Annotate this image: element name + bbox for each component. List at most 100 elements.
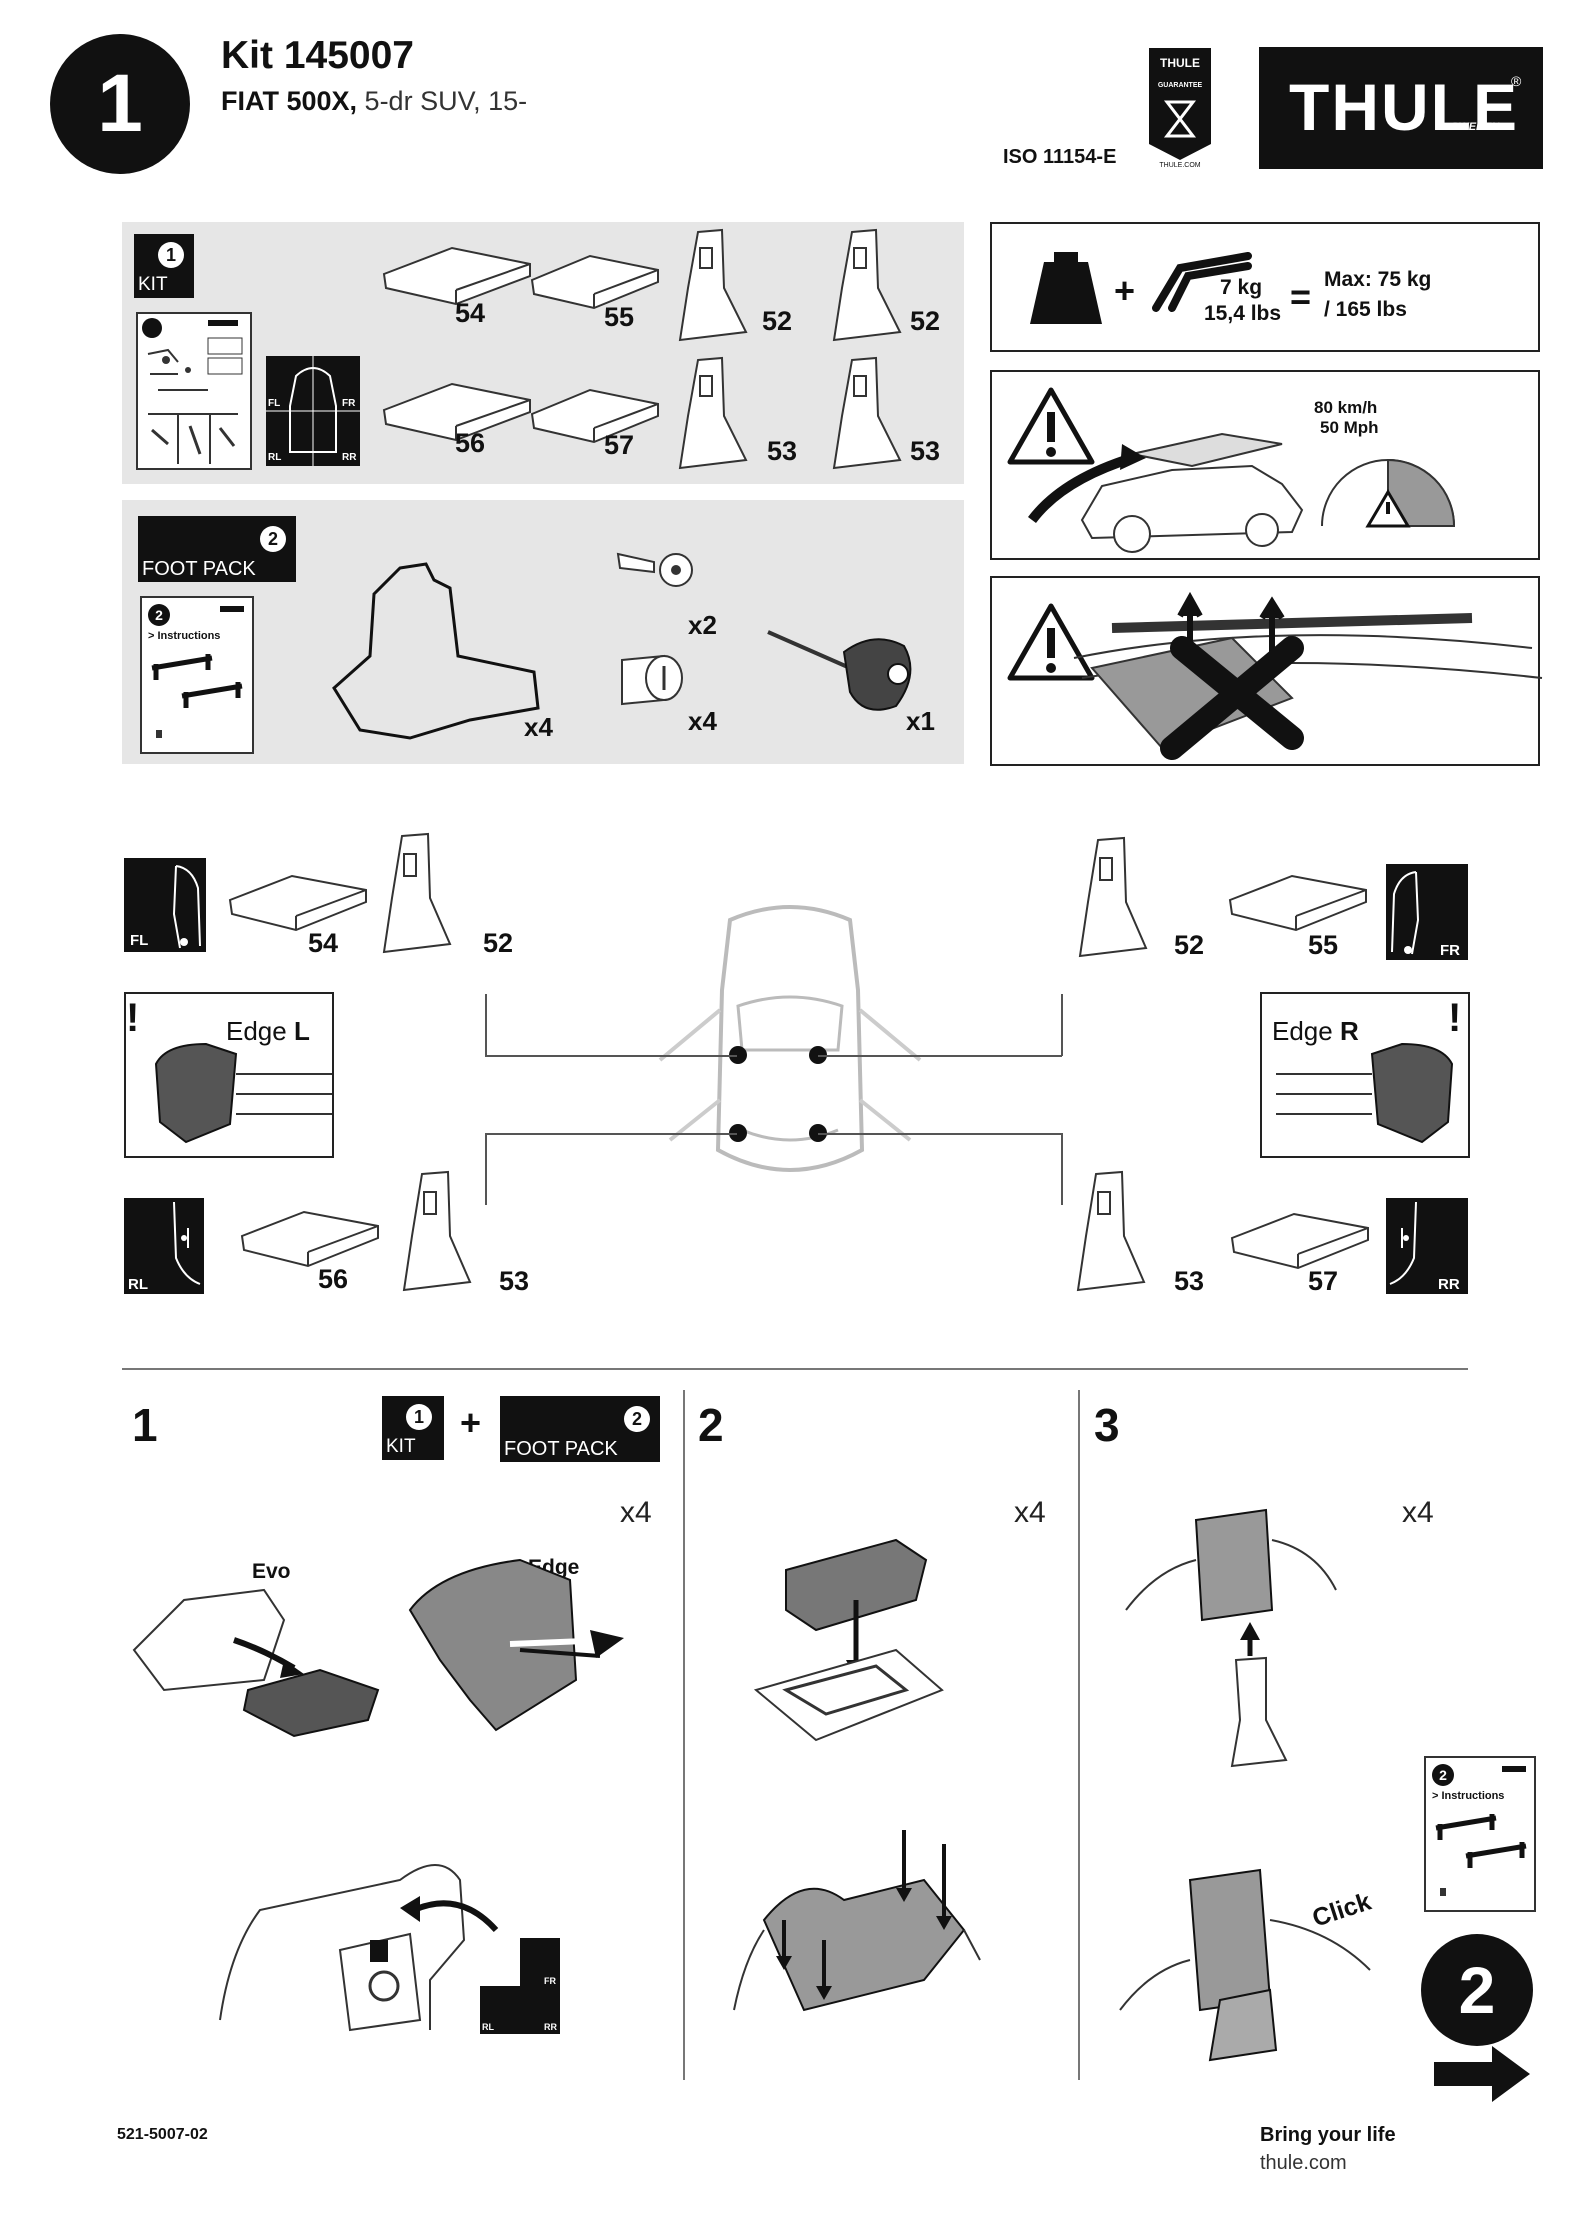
kit-foot-52a: 52 [762,306,793,336]
edge-l-exclaim: ! [126,996,140,1040]
rl-pad-drawing [240,1210,379,1268]
step1-kit-badge: 1 [406,1404,432,1430]
fl-foot-drawing [382,832,452,954]
step3-foot-attach-drawing [1125,1508,1337,1768]
edge-l-box: ! Edge L [124,992,334,1158]
guarantee-seal-shape [1149,48,1211,160]
corner-rl-label: RL [128,1276,148,1293]
max-load-warning: + 7 kg 15,4 lbs = Max: 75 kg / 165 lbs [990,222,1540,352]
fr-foot-drawing [1078,836,1148,958]
speed-kmh: 80 km/h [1314,398,1378,417]
warning-triangle-icon-2 [1007,603,1095,681]
step1-corner-fr: FR [544,1976,556,1986]
pad-54-drawing [382,246,531,306]
guarantee-url: THULE.COM [1159,162,1201,169]
edge-l-foot-drawing [154,1042,332,1144]
foot-53b-drawing [832,356,902,470]
edge-r-foot-drawing [1276,1042,1454,1144]
thule-logo: THULE ® SWEDEN [1259,47,1543,169]
corner-fr-box: FR [1386,864,1468,960]
corner-rl-box: RL [124,1198,204,1294]
foot-52b-drawing [832,228,902,342]
foot-pad-qty: x4 [524,712,553,742]
footpack-sheet-label: > Instructions [148,630,221,642]
roofbar-load-icon [1152,252,1252,312]
kit-foot-52b: 52 [910,306,941,336]
vehicle-variant: 5-dr SUV, 15- [357,86,528,116]
equals-sign: = [1290,276,1312,317]
kit-car-diagram: FL FR RL RR [266,356,360,466]
edge-r-exclaim: ! [1448,996,1462,1040]
torque-tool-qty: x1 [906,706,935,736]
car-with-load-drawing [1028,432,1304,553]
key-qty: x2 [688,610,717,640]
foot-pad-outline [332,562,540,740]
step2-qty: x4 [1014,1496,1046,1529]
foot-53a-drawing [678,356,748,470]
rr-foot-number: 53 [1174,1266,1205,1296]
kit-corner-fr: FR [342,398,356,409]
rr-pad-number: 57 [1308,1266,1339,1296]
kit-instruction-sheet [136,312,252,470]
kit-pad-56: 56 [455,428,486,458]
steps-divider-top [122,1368,1468,1370]
fl-pad-number: 54 [308,928,339,958]
steps-divider-2 [1078,1390,1080,2080]
step3-qty: x4 [1402,1496,1434,1529]
rl-foot-number: 53 [499,1266,530,1296]
corner-rr-box: RR [1386,1198,1468,1294]
pad-57-drawing [530,388,659,444]
edge-r-word: Edge [1272,1016,1340,1046]
step1-corner-rl-cell [480,1986,520,2034]
kit-panel [122,222,964,484]
step3-instruction-sheet: 2 > Instructions [1424,1756,1536,1912]
max-load-lbs: / 165 lbs [1324,298,1407,321]
logo-sweden: SWEDEN [1451,121,1500,133]
fl-foot-number: 52 [483,928,514,958]
kit-car-topview-icon [266,356,360,466]
max-load-kg: Max: 75 kg [1324,268,1432,291]
warning-triangle-icon [1007,387,1095,465]
corner-rr-icon [1389,1201,1417,1285]
rl-pad-number: 56 [318,1264,349,1294]
step1-qty: x4 [620,1496,652,1529]
fl-pad-drawing [228,874,367,932]
key-icon [616,552,693,587]
foot-52a-drawing [678,228,748,342]
vehicle-model: FIAT 500X, [221,86,358,116]
edge-l-letter: L [293,1016,310,1046]
speed-mph: 50 Mph [1320,418,1379,437]
corner-fl-icon [172,865,201,949]
step1-plus: + [460,1402,482,1443]
bar-weight-kg: 7 kg [1220,276,1263,299]
step1-mount-drawing [219,1864,499,2032]
step1-kit-box: 1 KIT [382,1396,444,1460]
step-3-number: 3 [1094,1399,1120,1451]
logo-registered: ® [1511,73,1522,89]
rl-foot-drawing [402,1170,472,1292]
edge-r-box: ! Edge R [1260,992,1470,1158]
weight-icon [1030,252,1102,324]
corner-rl-icon [173,1201,201,1285]
kit-foot-53b: 53 [910,436,941,466]
step1-corner-rr-cell [520,1986,560,2034]
car-topview-diagram [658,905,922,1172]
footpack-instruction-sheet: 2 > Instructions [140,596,254,754]
rl-connector-v [485,1133,487,1205]
fr-connector-v [1061,994,1063,1056]
logo-wordmark: THULE [1289,70,1519,144]
step1-footpack-badge: 2 [624,1406,650,1432]
step3-sheet-roofbar-sketch [1435,1814,1527,1896]
fl-connector-h [485,1055,737,1057]
step-1-number: 1 [132,1399,158,1451]
speed-warning: 80 km/h 50 Mph [990,370,1540,560]
corner-fr-label: FR [1440,942,1460,959]
step-2-number: 2 [698,1399,724,1451]
corner-fl-box: FL [124,858,206,952]
fr-foot-number: 52 [1174,930,1205,960]
footpack-sheet-roofbar-sketch [151,654,243,738]
page-step-badge: 1 [50,34,190,174]
step3-sheet-badge: 2 [1432,1764,1454,1786]
kit-pad-55: 55 [604,302,635,332]
document-number: 521-5007-02 [117,2126,208,2143]
